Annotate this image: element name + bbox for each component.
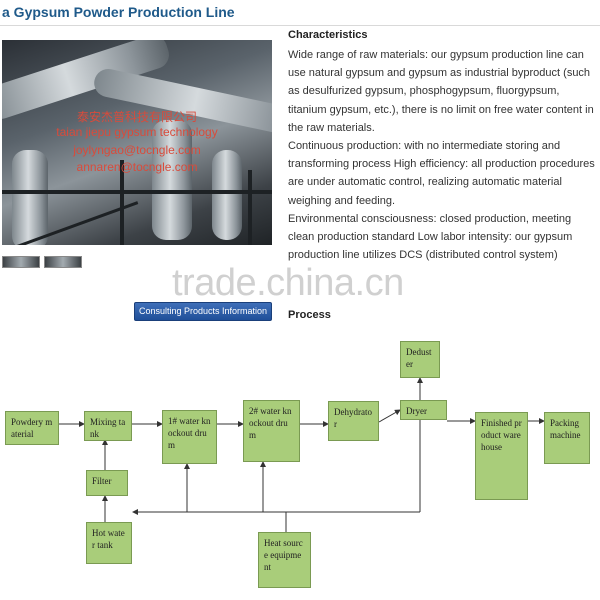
node-mixing-tank: Mixing tank: [84, 411, 132, 441]
char-paragraph-2: Continuous production: with no intermedi…: [288, 140, 595, 207]
process-flowchart: Powdery material Mixing tank Filter Hot …: [0, 336, 600, 600]
arrow-dehydrator-dryer: [378, 409, 401, 423]
characteristics-heading: Characteristics: [288, 29, 368, 41]
site-watermark: trade.china.cn: [172, 262, 404, 304]
photo-watermark-en: taian jiepu gypsum technology: [56, 125, 218, 139]
process-heading: Process: [288, 309, 331, 321]
photo-email-1: joylyngao@tocngle.com: [73, 143, 201, 157]
node-water-knockout-drum-2: 2# water knockout drum: [243, 400, 300, 462]
node-finished-product-warehouse: Finished product warehouse: [475, 412, 528, 500]
page-title: a Gypsum Powder Production Line: [0, 0, 600, 26]
char-paragraph-1: Wide range of raw materials: our gypsum …: [288, 49, 594, 134]
node-heat-source-equipment: Heat source equipment: [258, 532, 311, 588]
node-dryer: Dryer: [400, 400, 447, 420]
flow-arrows: [59, 377, 545, 532]
node-packing-machine: Packing machine: [544, 412, 590, 464]
thumbnail-1[interactable]: [2, 256, 40, 268]
node-powdery-material: Powdery material: [5, 411, 59, 445]
node-water-knockout-drum-1: 1# water knockout drum: [162, 410, 217, 464]
photo-email-2: annaren@tocngle.com: [76, 160, 198, 174]
node-deduster: Deduster: [400, 341, 440, 378]
product-photo: 泰安杰普科技有限公司 taian jiepu gypsum technology…: [2, 40, 272, 245]
node-hot-water-tank: Hot water tank: [86, 522, 132, 564]
node-dehydrator: Dehydrator: [328, 401, 379, 441]
consult-button[interactable]: Consulting Products Information: [134, 302, 272, 321]
thumbnail-2[interactable]: [44, 256, 82, 268]
char-paragraph-3: Environmental consciousness: closed prod…: [288, 212, 573, 262]
node-filter: Filter: [86, 470, 128, 496]
photo-watermark-cn: 泰安杰普科技有限公司: [76, 110, 197, 124]
characteristics-text: Wide range of raw materials: our gypsum …: [288, 46, 598, 264]
